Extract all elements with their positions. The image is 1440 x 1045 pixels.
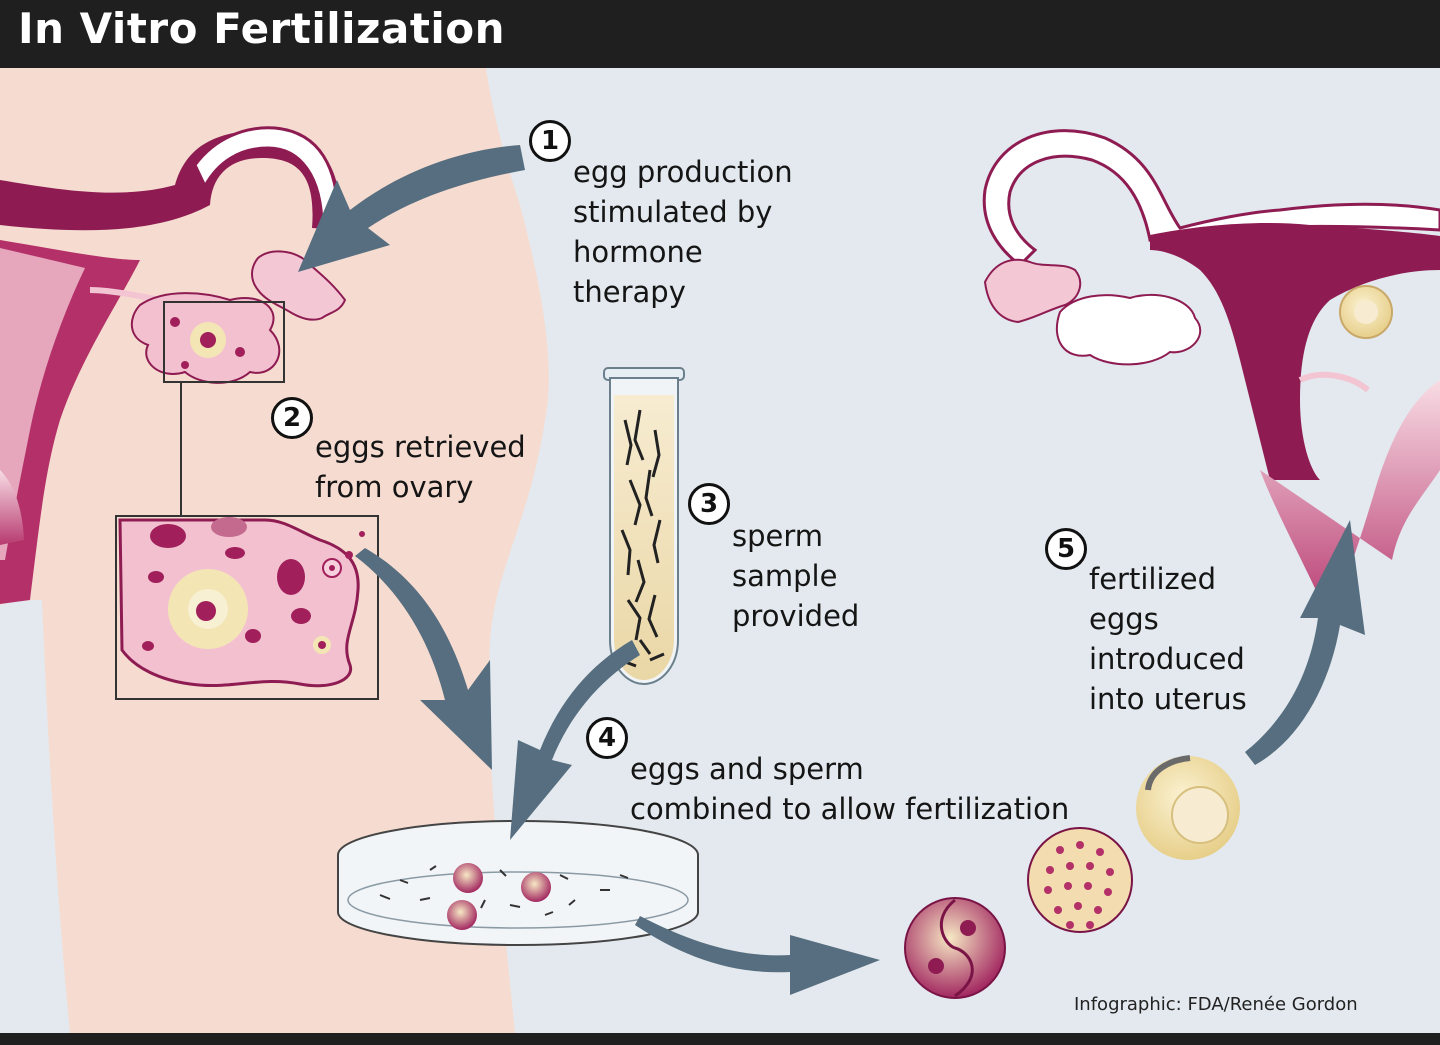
step-1-line: hormone [573, 235, 703, 269]
ivf-diagram [0, 68, 1440, 1033]
uterus-right-icon [982, 129, 1440, 620]
step-2-text: eggs retrieved from ovary [315, 427, 526, 507]
embryo-icon [904, 755, 1240, 999]
step-2-number: 2 [271, 397, 313, 439]
petri-dish-icon [337, 820, 699, 947]
step-1-text: egg production stimulated by hormone the… [573, 152, 793, 312]
step-5-line: fertilized [1089, 562, 1216, 596]
arrows [298, 145, 1365, 995]
thigh-shape [0, 600, 70, 1033]
step-1-number: 1 [529, 120, 571, 162]
step-4-number: 4 [586, 717, 628, 759]
ovary-magnified [115, 515, 379, 700]
page-title: In Vitro Fertilization [18, 4, 506, 53]
step-5-number: 5 [1045, 528, 1087, 570]
title-bar: In Vitro Fertilization [0, 0, 1440, 68]
step-5-line: into uterus [1089, 682, 1247, 716]
step-3-line: sample [732, 559, 838, 593]
uterus-left-icon [0, 126, 347, 604]
credit-text: Infographic: FDA/Renée Gordon [1074, 994, 1358, 1015]
step-5-text: fertilized eggs introduced into uterus [1089, 559, 1247, 719]
step-1-line: egg production [573, 155, 793, 189]
step-3-number: 3 [688, 483, 730, 525]
step-2-line: from ovary [315, 470, 474, 504]
step-4-line: combined to allow fertilization [630, 792, 1070, 826]
test-tube-icon [603, 367, 685, 686]
step-3-text: sperm sample provided [732, 516, 859, 636]
step-2-line: eggs retrieved [315, 430, 526, 464]
ovary-icon [130, 292, 285, 516]
bottom-bar [0, 1033, 1440, 1045]
step-5-line: eggs [1089, 602, 1159, 636]
step-3-line: provided [732, 599, 860, 633]
step-4-text: eggs and sperm combined to allow fertili… [630, 749, 1069, 829]
step-3-line: sperm [732, 519, 824, 553]
step-1-line: stimulated by [573, 195, 773, 229]
step-1-line: therapy [573, 275, 686, 309]
step-5-line: introduced [1089, 642, 1245, 676]
step-4-line: eggs and sperm [630, 752, 864, 786]
